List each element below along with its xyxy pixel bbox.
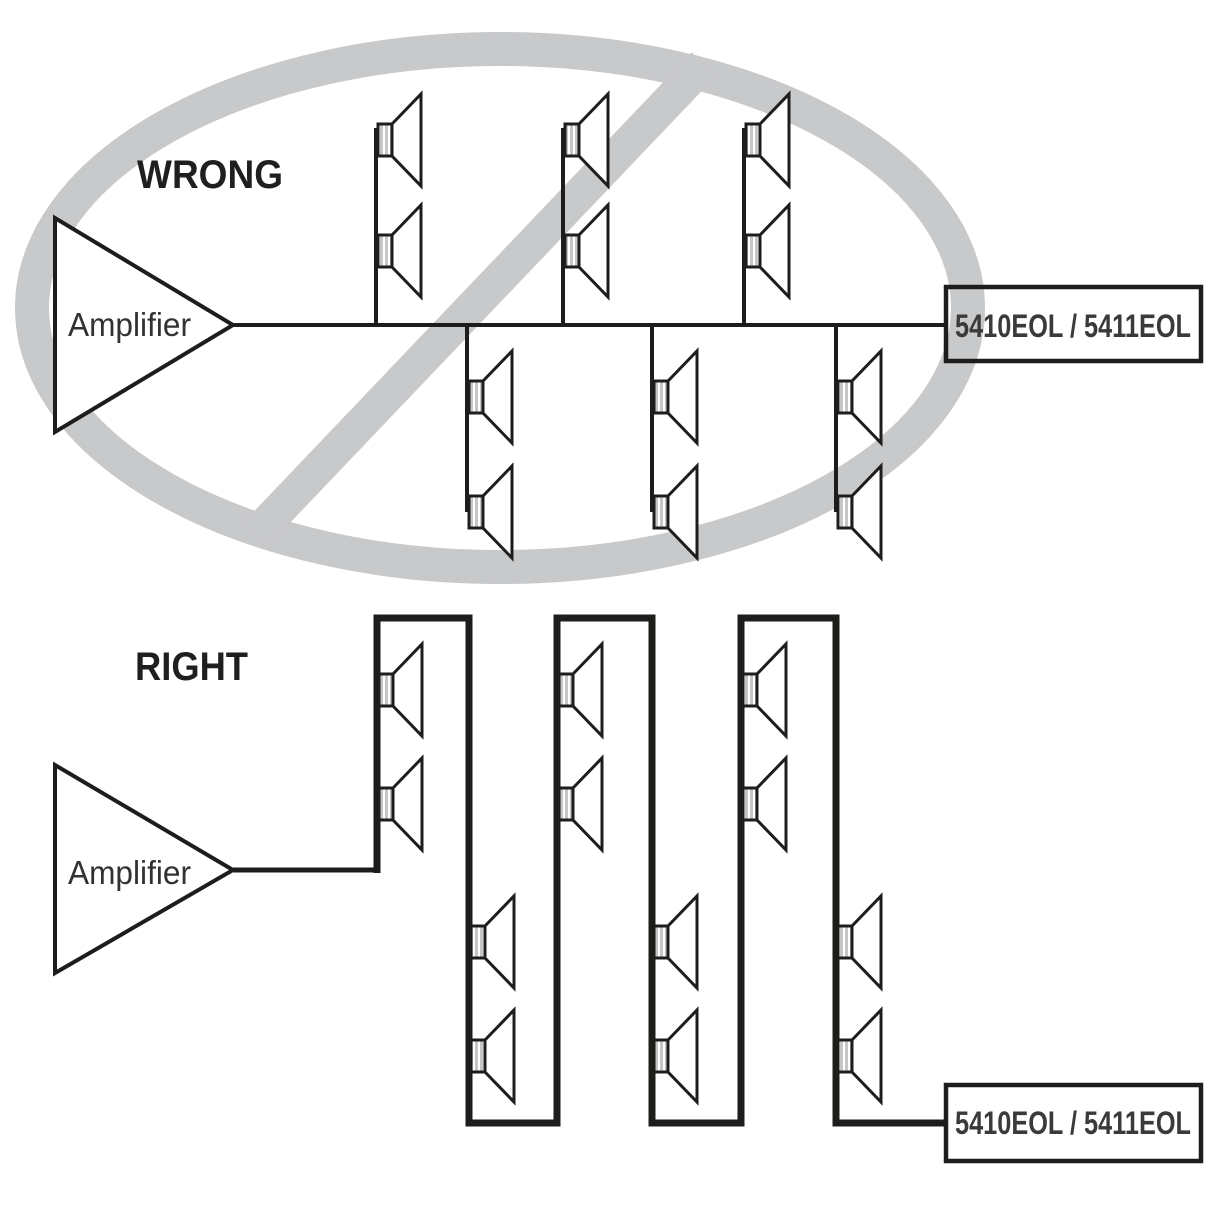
speaker-driver-icon — [376, 122, 394, 158]
speaker-icon — [377, 754, 424, 854]
wrong-diagram: WRONG Amplifier 5410EOL / 5411EOL — [53, 90, 1204, 562]
amplifier-label: Amplifier — [68, 854, 191, 891]
right-label: RIGHT — [135, 645, 248, 689]
speaker-cone-icon — [850, 892, 883, 992]
prohibition-sign — [15, 32, 985, 584]
daisy-chain-line — [373, 614, 946, 1127]
speaker-driver-icon — [557, 786, 575, 822]
speaker-icon — [836, 1006, 883, 1106]
eol-device-box — [943, 1082, 1204, 1164]
speaker-driver-icon — [377, 672, 395, 708]
speaker-icon — [741, 640, 788, 740]
amplifier-label: Amplifier — [68, 306, 191, 343]
amplifier-triangle-icon — [53, 761, 237, 977]
speaker-icon — [469, 1006, 516, 1106]
speaker-driver-icon — [836, 924, 854, 960]
speaker-driver-icon — [563, 122, 581, 158]
speaker-cone-icon — [391, 640, 424, 740]
speaker-driver-icon — [377, 786, 395, 822]
speaker-cone-icon — [390, 90, 423, 190]
speaker-driver-icon — [836, 494, 854, 530]
speaker-driver-icon — [744, 122, 762, 158]
speaker-cone-icon — [391, 754, 424, 854]
eol-device-label: 5410EOL / 5411EOL — [955, 1105, 1191, 1141]
eol-device-label: 5410EOL / 5411EOL — [955, 308, 1191, 344]
speaker-driver-icon — [741, 672, 759, 708]
speaker-icon — [652, 347, 699, 447]
speaker-icon — [467, 462, 514, 562]
prohibition-circle-icon — [15, 32, 985, 584]
speaker-icon — [563, 90, 610, 190]
wrong-branch-wires — [374, 128, 838, 512]
speaker-icon — [652, 892, 699, 992]
speaker-driver-icon — [652, 494, 670, 530]
speaker-cone-icon — [571, 754, 604, 854]
speaker-cone-icon — [850, 1006, 883, 1106]
speaker-icon — [836, 892, 883, 992]
speaker-icon — [836, 347, 883, 447]
speaker-icon — [744, 90, 791, 190]
wrong-branch-speakers — [376, 90, 883, 562]
speaker-cone-icon — [483, 1006, 516, 1106]
wrong-label: WRONG — [137, 153, 283, 197]
speaker-driver-icon — [652, 924, 670, 960]
speaker-icon — [376, 90, 423, 190]
speaker-icon — [557, 754, 604, 854]
speaker-cone-icon — [666, 892, 699, 992]
speaker-cone-icon — [666, 347, 699, 447]
speaker-icon — [469, 892, 516, 992]
speaker-cone-icon — [666, 1006, 699, 1106]
speaker-cone-icon — [571, 640, 604, 740]
eol-device-box — [943, 284, 1204, 364]
speaker-cone-icon — [481, 462, 514, 562]
right-diagram: RIGHT Amplifier 5410EOL / 5411EOL — [53, 614, 1204, 1164]
speaker-icon — [652, 462, 699, 562]
speaker-driver-icon — [376, 233, 394, 269]
speaker-icon — [741, 754, 788, 854]
speaker-driver-icon — [469, 924, 487, 960]
speaker-cone-icon — [850, 347, 883, 447]
speaker-icon — [376, 201, 423, 301]
amplifier-triangle-icon — [53, 214, 237, 436]
speaker-driver-icon — [836, 379, 854, 415]
speaker-driver-icon — [741, 786, 759, 822]
speaker-driver-icon — [467, 494, 485, 530]
speaker-cone-icon — [758, 201, 791, 301]
speaker-icon — [467, 347, 514, 447]
speaker-icon — [563, 201, 610, 301]
speaker-cone-icon — [483, 892, 516, 992]
speaker-icon — [652, 1006, 699, 1106]
speaker-icon — [744, 201, 791, 301]
speaker-cone-icon — [390, 201, 423, 301]
daisy-chain-speakers — [377, 640, 883, 1106]
speaker-cone-icon — [481, 347, 514, 447]
speaker-driver-icon — [467, 379, 485, 415]
speaker-driver-icon — [836, 1038, 854, 1074]
speaker-icon — [836, 462, 883, 562]
prohibition-slash-icon — [241, 52, 717, 548]
speaker-driver-icon — [652, 379, 670, 415]
speaker-cone-icon — [577, 201, 610, 301]
speaker-cone-icon — [755, 754, 788, 854]
speaker-driver-icon — [563, 233, 581, 269]
speaker-icon — [557, 640, 604, 740]
speaker-driver-icon — [469, 1038, 487, 1074]
speaker-driver-icon — [744, 233, 762, 269]
speaker-cone-icon — [755, 640, 788, 740]
speaker-driver-icon — [557, 672, 575, 708]
speaker-icon — [377, 640, 424, 740]
speaker-driver-icon — [652, 1038, 670, 1074]
